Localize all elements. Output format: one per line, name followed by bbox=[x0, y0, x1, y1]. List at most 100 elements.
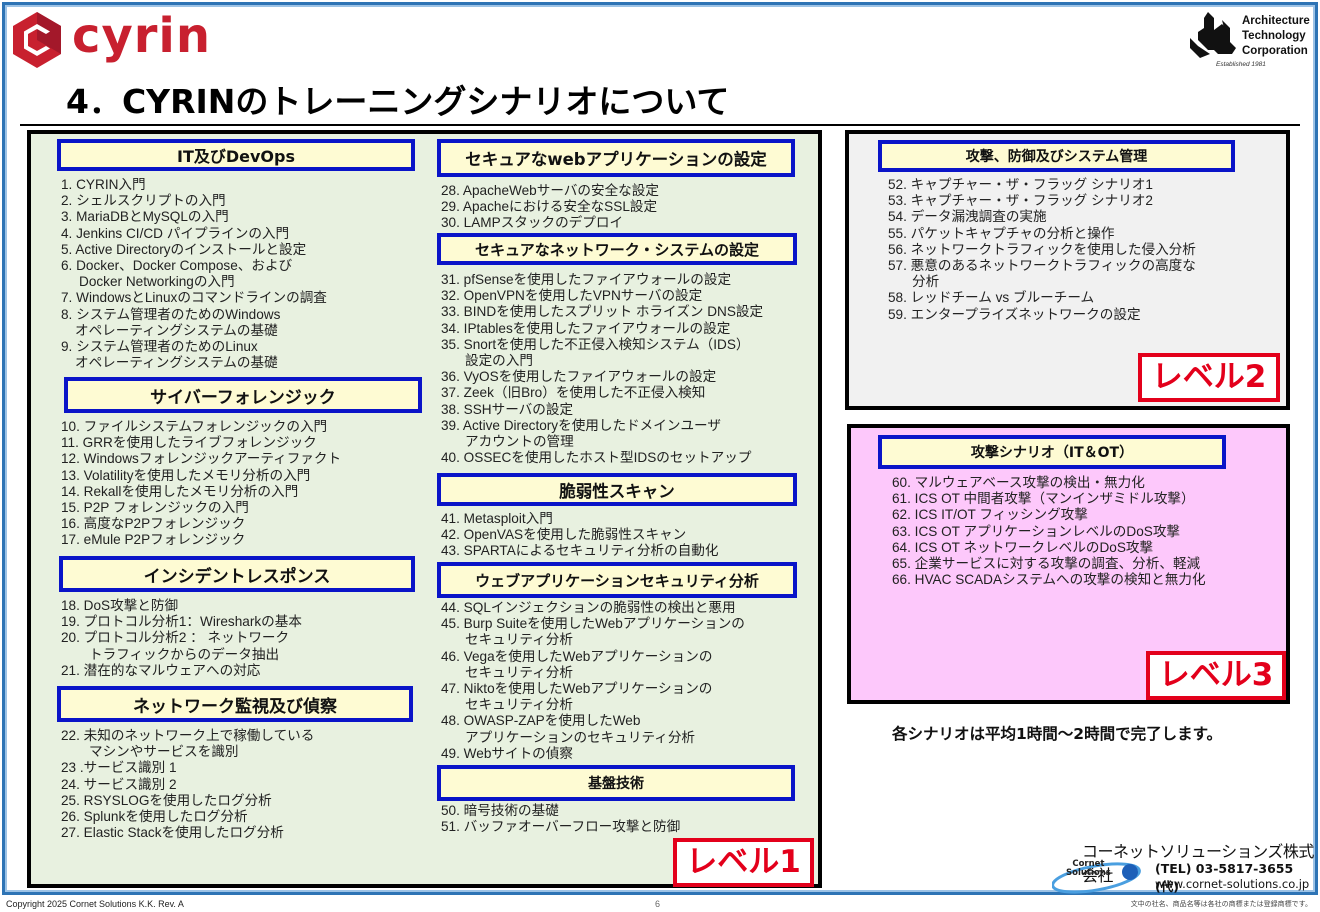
cornet-swoosh-icon bbox=[1051, 862, 1141, 894]
scenario-item: 56. ネットワークトラフィックを使用した侵入分析 bbox=[888, 241, 1196, 257]
scenario-item: 14. Rekallを使用したメモリ分析の入門 bbox=[61, 483, 299, 499]
scenario-item: 47. Niktoを使用したWebアプリケーションのセキュリティ分析 bbox=[441, 681, 713, 713]
title-divider bbox=[20, 124, 1300, 126]
scenario-item: 63. ICS OT アプリケーションレベルのDoS攻撃 bbox=[892, 523, 1181, 539]
scenario-item: 40. OSSECを使用したホスト型IDSのセットアップ bbox=[441, 450, 752, 466]
scenario-item: 44. SQLインジェクションの脆弱性の検出と悪用 bbox=[441, 600, 736, 615]
scenario-item: 5. Active Directoryのインストールと設定 bbox=[61, 241, 307, 257]
scenario-item: 62. ICS IT/OT フィッシング攻撃 bbox=[892, 507, 1088, 523]
scenario-item: 45. Burp Suiteを使用したWebアプリケーションのセキュリティ分析 bbox=[441, 616, 745, 648]
company-url[interactable]: www.cornet-solutions.co.jp bbox=[1155, 877, 1310, 891]
scenario-item: 16. 高度なP2Pフォレンジック bbox=[61, 516, 246, 532]
company-tel: (TEL) 03-5817-3655 (代) bbox=[1155, 861, 1294, 894]
scenario-item: 65. 企業サービスに対する攻撃の調査、分析、軽減 bbox=[892, 556, 1201, 572]
scenario-item: 35. Snortを使用した不正侵入検知システム（IDS）設定の入門 bbox=[441, 336, 750, 369]
scenario-item: 61. ICS OT 中間者攻撃（マンインザミドル攻撃） bbox=[892, 491, 1195, 507]
scenario-item: 33. BINDを使用したスプリット ホライズン DNS設定 bbox=[441, 304, 764, 320]
scenario-item: 51. バッファオーバーフロー攻撃と防御 bbox=[441, 819, 681, 835]
atc-established: Established 1981 bbox=[1216, 61, 1266, 68]
company-name: コーネットソリューションズ株式会社 bbox=[1082, 842, 1314, 885]
scenario-item: 10. ファイルシステムフォレンジックの入門 bbox=[61, 419, 328, 434]
scenario-item: 18. DoS攻撃と防御 bbox=[61, 598, 179, 613]
page-number: 6 bbox=[655, 899, 661, 909]
page-title: 4．CYRINのトレーニングシナリオについて bbox=[66, 82, 730, 121]
scenario-item: 15. P2P フォレンジックの入門 bbox=[61, 500, 249, 516]
scenario-item: 17. eMule P2Pフォレンジック bbox=[61, 532, 246, 548]
category-header-secure-webapp: セキュアなwebアプリケーションの設定 bbox=[437, 139, 795, 177]
level1-badge: レベル1 bbox=[673, 838, 814, 887]
category-header-attack-defense: 攻撃、防御及びシステム管理 bbox=[878, 140, 1235, 172]
scenario-item: 42. OpenVASを使用した脆弱性スキャン bbox=[441, 527, 687, 543]
scenario-item: 27. Elastic Stackを使用したログ分析 bbox=[61, 825, 284, 841]
scenario-item: 46. Vegaを使用したWebアプリケーションのセキュリティ分析 bbox=[441, 648, 713, 680]
scenario-item: 28. ApacheWebサーバの安全な設定 bbox=[441, 183, 659, 198]
scenario-item: 31. pfSenseを使用したファイアウォールの設定 bbox=[441, 272, 732, 287]
scenario-item: 32. OpenVPNを使用したVPNサーバの設定 bbox=[441, 288, 703, 304]
scenario-item: 4. Jenkins CI/CD パイプラインの入門 bbox=[61, 225, 290, 241]
scenario-item: 60. マルウェアベース攻撃の検出・無力化 bbox=[892, 475, 1145, 490]
scenario-item: 66. HVAC SCADAシステムへの攻撃の検知と無力化 bbox=[892, 572, 1206, 588]
category-header-secure-network: セキュアなネットワーク・システムの設定 bbox=[437, 233, 797, 265]
scenario-item: 13. Volatilityを使用したメモリ分析の入門 bbox=[61, 467, 311, 483]
scenario-item: 54. データ漏洩調査の実施 bbox=[888, 209, 1047, 225]
scenario-item: 1. CYRIN入門 bbox=[61, 177, 146, 192]
atc-stairs-icon bbox=[1190, 12, 1236, 58]
category-header-foundational: 基盤技術 bbox=[437, 765, 795, 801]
scenario-item: 50. 暗号技術の基礎 bbox=[441, 803, 559, 818]
scenario-item: 30. LAMPスタックのデプロイ bbox=[441, 215, 624, 231]
category-list-incident-response: 18. DoS攻撃と防御 19. プロトコル分析1：Wiresharkの基本 2… bbox=[61, 598, 302, 679]
cyrin-logo-text: cyrin bbox=[72, 8, 212, 64]
scenario-item: 23 .サービス識別 1 bbox=[61, 760, 177, 776]
category-list-attack-defense: 52. キャプチャー・ザ・フラッグ シナリオ1 53. キャプチャー・ザ・フラッ… bbox=[888, 177, 1196, 323]
copyright: Copyright 2025 Cornet Solutions K.K. Rev… bbox=[6, 899, 184, 909]
cornet-logo-line2: Solutions bbox=[1066, 868, 1111, 878]
scenario-item: 57. 悪意のあるネットワークトラフィックの高度な分析 bbox=[888, 258, 1196, 290]
level2-badge: レベル2 bbox=[1138, 353, 1280, 402]
duration-note: 各シナリオは平均1時間～2時間で完了します。 bbox=[892, 725, 1223, 743]
category-header-webapp-security: ウェブアプリケーションセキュリティ分析 bbox=[437, 562, 797, 598]
atc-logo: Architecture Technology Corporation Esta… bbox=[1188, 10, 1313, 72]
scenario-item: 22. 未知のネットワーク上で稼働しているマシンやサービスを識別 bbox=[61, 728, 315, 760]
cornet-logo: Cornet Solutions bbox=[1051, 856, 1147, 894]
scenario-item: 11. GRRを使用したライブフォレンジック bbox=[61, 435, 317, 451]
scenario-item: 59. エンタープライズネットワークの設定 bbox=[888, 306, 1141, 322]
scenario-item: 55. パケットキャプチャの分析と操作 bbox=[888, 225, 1115, 241]
category-header-network-monitoring: ネットワーク監視及び偵察 bbox=[57, 686, 413, 722]
scenario-item: 7. WindowsとLinuxのコマンドラインの調査 bbox=[61, 290, 327, 306]
scenario-item: 26. Splunkを使用したログ分析 bbox=[61, 809, 248, 825]
category-header-vuln-scan: 脆弱性スキャン bbox=[437, 473, 797, 506]
scenario-item: 37. Zeek（旧Bro）を使用した不正侵入検知 bbox=[441, 385, 706, 401]
scenario-item: 39. Active Directoryを使用したドメインユーザアカウントの管理 bbox=[441, 417, 721, 450]
scenario-item: 38. SSHサーバの設定 bbox=[441, 401, 574, 417]
scenario-item: 3. MariaDBとMySQLの入門 bbox=[61, 209, 229, 225]
category-header-cyber-forensics: サイバーフォレンジック bbox=[64, 377, 422, 413]
trademark-notice: 文中の社名、商品名等は各社の商標または登録商標です。 bbox=[1130, 900, 1312, 908]
category-list-secure-network: 31. pfSenseを使用したファイアウォールの設定 32. OpenVPNを… bbox=[441, 272, 763, 466]
category-list-it-devops: 1. CYRIN入門 2. シェルスクリプトの入門 3. MariaDBとMyS… bbox=[61, 177, 327, 371]
scenario-item: 19. プロトコル分析1：Wiresharkの基本 bbox=[61, 614, 302, 630]
scenario-item: 2. シェルスクリプトの入門 bbox=[61, 193, 226, 209]
category-list-webapp-security: 44. SQLインジェクションの脆弱性の検出と悪用 45. Burp Suite… bbox=[441, 600, 745, 762]
cornet-logo-line1: Cornet bbox=[1072, 859, 1105, 869]
scenario-item: 49. Webサイトの偵察 bbox=[441, 745, 573, 761]
category-list-attack-scenarios: 60. マルウェアベース攻撃の検出・無力化 61. ICS OT 中間者攻撃（マ… bbox=[892, 475, 1206, 588]
scenario-item: 29. Apacheにおける安全なSSL設定 bbox=[441, 199, 658, 215]
category-list-vuln-scan: 41. Metasploit入門 42. OpenVASを使用した脆弱性スキャン… bbox=[441, 511, 718, 560]
scenario-item: 43. SPARTAによるセキュリティ分析の自動化 bbox=[441, 543, 719, 559]
cyrin-logo: cyrin bbox=[10, 10, 211, 70]
category-header-attack-scenarios: 攻撃シナリオ（IT＆OT） bbox=[878, 435, 1226, 469]
scenario-item: 20. プロトコル分析2 ： ネットワークトラフィックからのデータ抽出 bbox=[61, 630, 290, 662]
scenario-item: 36. VyOSを使用したファイアウォールの設定 bbox=[441, 369, 717, 385]
cyrin-hexagon-icon bbox=[13, 12, 61, 68]
atc-name: Architecture Technology Corporation bbox=[1242, 15, 1310, 57]
scenario-item: 52. キャプチャー・ザ・フラッグ シナリオ1 bbox=[888, 177, 1153, 192]
scenario-item: 24. サービス識別 2 bbox=[61, 776, 177, 792]
category-list-cyber-forensics: 10. ファイルシステムフォレンジックの入門 11. GRRを使用したライブフォ… bbox=[61, 419, 341, 549]
category-list-network-monitoring: 22. 未知のネットワーク上で稼働しているマシンやサービスを識別 23 .サービ… bbox=[61, 728, 314, 841]
scenario-item: 41. Metasploit入門 bbox=[441, 511, 553, 526]
scenario-item: 34. IPtablesを使用したファイアウォールの設定 bbox=[441, 320, 731, 336]
